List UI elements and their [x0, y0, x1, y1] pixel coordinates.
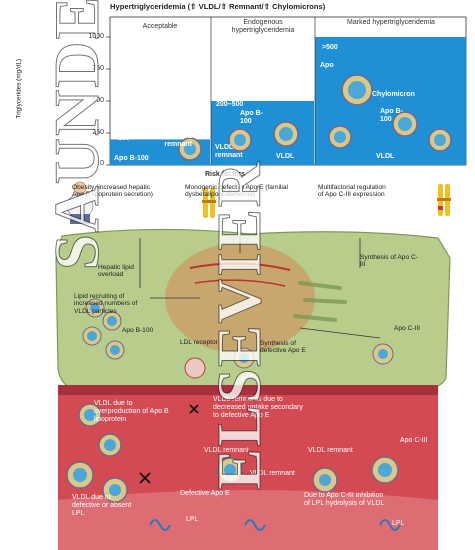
- particle-label: VLDL remnant: [215, 144, 251, 160]
- particle-label: Apo: [320, 62, 334, 70]
- label-apoc: Apo C-III: [394, 325, 428, 332]
- particle-label: VLDL: [276, 153, 294, 161]
- label-v9: Due to Apo C-III inhibition of LPL hydro…: [304, 492, 389, 508]
- range-label: <200: [114, 135, 130, 143]
- range-label: 200–500: [216, 101, 243, 109]
- particle-label: Chylomicron: [372, 91, 415, 99]
- label-apob: Apo B-100: [122, 327, 172, 334]
- particle-label: VLDL: [376, 153, 394, 161]
- particle-label: VLDL remnant: [162, 133, 192, 149]
- chromosome-icon: [437, 184, 451, 216]
- column-header: Marked hypertriglyceridemia: [318, 19, 464, 27]
- ldl-receptor-icon: [185, 358, 205, 378]
- label-apoc-synthesis: Synthesis of Apo C-III: [360, 254, 420, 269]
- risk-apoc3: Multifactorial regulation of Apo C-III e…: [318, 184, 388, 199]
- label-v7: VLDL remnant: [308, 447, 368, 455]
- label-v3: VLDL due to defective or absent LPL: [72, 494, 137, 518]
- column-header: Endogenous hypertriglyceridemia: [214, 19, 312, 35]
- label-v4: Defective Apo E: [180, 490, 230, 498]
- figure-title: Hypertriglyceridemia (⇧ VLDL/⇧ Remnant/⇧…: [110, 2, 325, 11]
- range-label: >500: [322, 44, 338, 52]
- column-header: Acceptable: [112, 23, 208, 31]
- watermark-elsevier: ELSEVIER: [205, 160, 276, 490]
- particle-label: Apo B-100: [114, 155, 149, 163]
- particle-label: Apo B-100: [240, 110, 272, 126]
- label-v1: VLDL due to overproduction of Apo B lipo…: [94, 400, 169, 424]
- label-v5: LPL: [186, 516, 198, 524]
- label-v8: Apo C-III: [400, 437, 430, 445]
- watermark-saunders: SAUNDERS: [40, 0, 114, 270]
- particle-label: Apo B-100: [380, 108, 410, 124]
- label-lipid: Lipid recruiting of increased numbers of…: [74, 293, 154, 315]
- label-v10: LPL: [392, 520, 404, 528]
- y-axis-label: Triglycerides (mg/dL): [15, 34, 22, 144]
